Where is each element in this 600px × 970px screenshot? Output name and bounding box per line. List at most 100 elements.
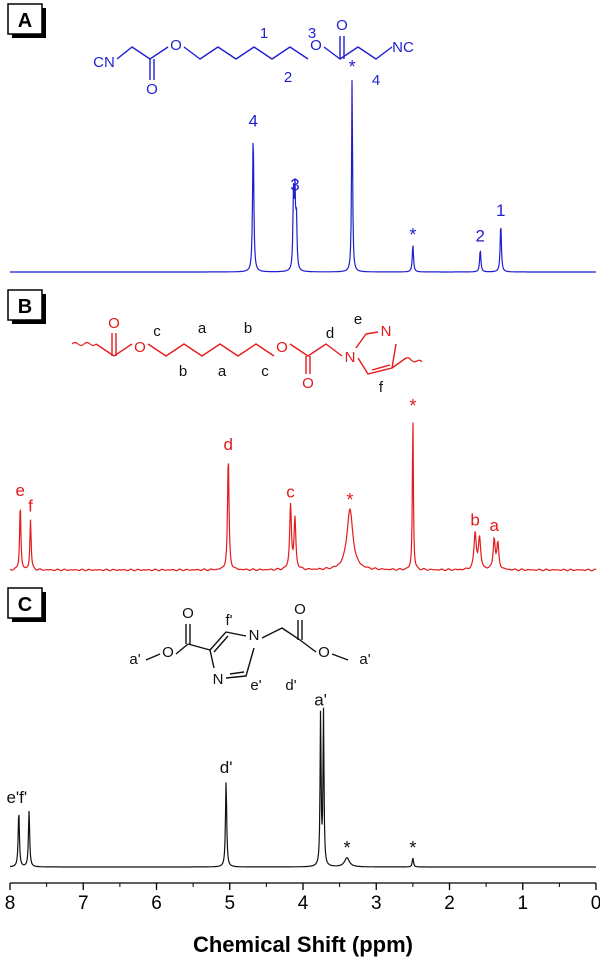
peak-label: f <box>28 497 33 516</box>
spectrum-line <box>10 80 596 273</box>
bond <box>209 631 247 651</box>
bond <box>183 46 309 60</box>
x-axis-title: Chemical Shift (ppm) <box>193 932 413 957</box>
wavy-bond <box>405 357 423 363</box>
x-tick-label: 8 <box>5 893 16 914</box>
position-label: b <box>179 363 187 380</box>
panel-label: C <box>18 594 32 616</box>
atom-label: O <box>108 315 120 332</box>
atom-label: N <box>345 349 356 366</box>
position-label: d' <box>285 677 296 694</box>
bond <box>225 647 255 679</box>
bond <box>391 357 407 369</box>
position-label: f' <box>225 612 232 629</box>
position-label: a' <box>359 651 370 668</box>
bond <box>213 635 229 653</box>
x-tick-label: 5 <box>224 893 235 914</box>
position-label: a <box>218 363 227 380</box>
atom-label: O <box>162 644 174 661</box>
panel-label-box <box>7 587 43 619</box>
bond <box>175 643 189 655</box>
bond <box>331 653 349 661</box>
peak-label: e <box>16 481 25 500</box>
atom-label: N <box>249 627 260 644</box>
bond <box>209 649 215 669</box>
panel-c: Ce'f' d' a' * * a' O O N N O Of' e' d' a' <box>6 587 596 868</box>
bond <box>261 627 301 641</box>
bond <box>187 643 211 651</box>
peak-label: a <box>489 516 499 535</box>
bond <box>116 46 151 60</box>
spectrum-line <box>9 422 597 572</box>
atom-label: O <box>170 37 182 54</box>
peak-label: * <box>343 838 350 858</box>
position-label: a' <box>129 651 140 668</box>
bond <box>145 653 161 661</box>
peak-label: e'f' <box>6 788 27 807</box>
bond <box>147 343 275 357</box>
peak-label: 3 <box>290 175 299 194</box>
structure-c: a' O O N N O Of' e' d' a' <box>129 601 370 694</box>
peak-label: * <box>346 490 353 510</box>
atom-label: O <box>146 81 158 98</box>
position-label: c <box>261 363 269 380</box>
peak-label: * <box>409 838 416 858</box>
position-label: 1 <box>260 25 268 42</box>
peak-label: * <box>409 225 416 245</box>
group-label: NC <box>392 39 414 56</box>
peak-label: d' <box>220 758 233 777</box>
bond <box>113 343 133 357</box>
atom-label: N <box>381 323 392 340</box>
position-label: 4 <box>372 72 380 89</box>
peak-label: * <box>409 396 416 416</box>
atom-label: O <box>134 339 146 356</box>
position-label: e <box>354 311 362 328</box>
group-label: CN <box>93 54 115 71</box>
bond <box>229 671 245 675</box>
atom-label: O <box>294 601 306 618</box>
peak-label: 4 <box>248 111 257 130</box>
peak-label: d <box>224 435 233 454</box>
x-tick-label: 7 <box>78 893 89 914</box>
atom-label: O <box>182 605 194 622</box>
x-tick-label: 6 <box>151 893 162 914</box>
x-tick-label: 4 <box>298 893 309 914</box>
peak-label: b <box>470 511 479 530</box>
atom-label: O <box>276 339 288 356</box>
bond <box>289 343 343 357</box>
position-label: c <box>153 323 161 340</box>
bond <box>149 46 169 60</box>
position-label: d <box>326 325 334 342</box>
atom-label: O <box>310 37 322 54</box>
bond <box>299 639 317 653</box>
position-label: 3 <box>308 25 316 42</box>
panel-label-box <box>7 289 43 321</box>
position-label: b <box>244 320 252 337</box>
peak-label: * <box>349 57 356 77</box>
position-label: a <box>198 320 207 337</box>
panel-label: A <box>18 10 32 32</box>
panel-label-box <box>7 3 43 35</box>
atom-label: N <box>213 671 224 688</box>
x-tick-label: 0 <box>591 893 600 914</box>
peak-label: a' <box>314 691 327 710</box>
peak-label: 1 <box>496 201 505 220</box>
position-label: f <box>379 379 384 396</box>
peak-label: c <box>286 483 295 502</box>
bond <box>371 364 391 371</box>
spectrum-line <box>10 707 596 868</box>
x-tick-label: 3 <box>371 893 382 914</box>
x-tick-label: 2 <box>444 893 455 914</box>
atom-label: O <box>318 644 330 661</box>
position-label: e' <box>250 677 261 694</box>
bond <box>357 343 397 375</box>
bond <box>95 343 115 357</box>
bond <box>323 46 393 60</box>
position-label: 2 <box>284 69 292 86</box>
